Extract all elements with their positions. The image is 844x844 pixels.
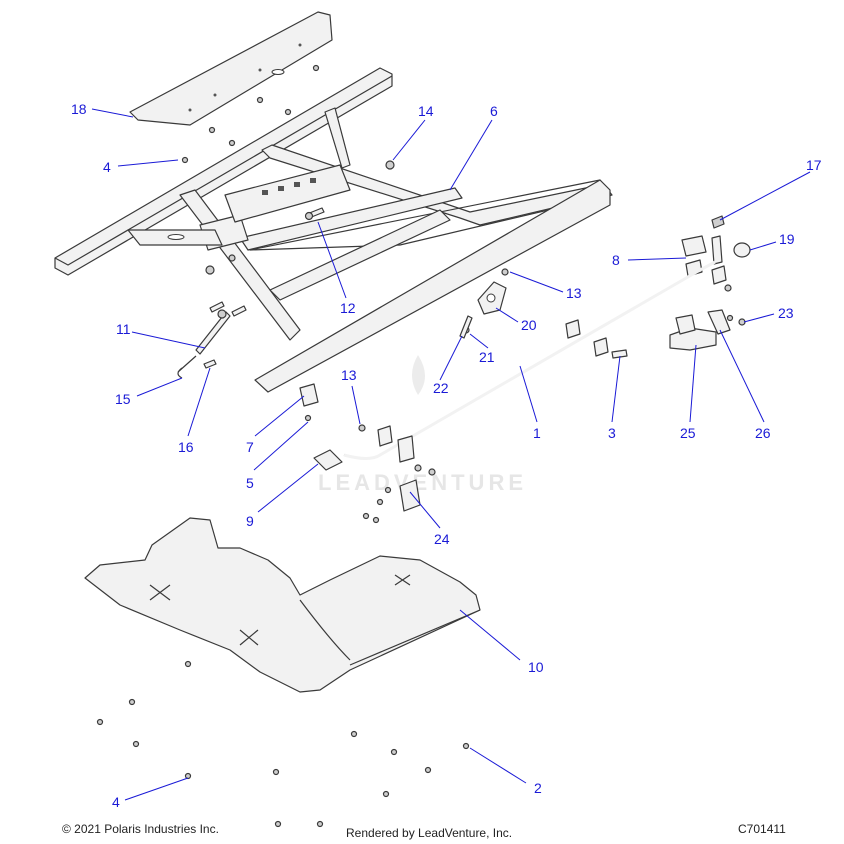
callout-8: 8 [612,252,620,268]
callout-21: 21 [479,349,495,365]
leader-lines [91,108,811,801]
part-9-bushing [313,449,343,471]
part-11-strut [195,301,247,355]
callout-2: 2 [534,780,542,796]
part-5-bolt [304,414,312,422]
callout-14: 14 [418,103,434,119]
part-1-stabilizer-bar [343,260,716,476]
callout-22: 22 [433,380,449,396]
fasteners-top [181,64,320,164]
callout-26: 26 [755,425,771,441]
callout-17: 17 [806,157,822,173]
callout-10: 10 [528,659,544,675]
part-13-nut-lower [358,424,366,432]
callout-16: 16 [178,439,194,455]
watermark: LEADVENTURE [318,355,527,495]
fasteners-bottom [96,660,470,828]
part-7-bushing [299,383,319,407]
part-14-nut [385,160,395,170]
part-16-bolt [203,359,217,369]
callout-6: 6 [490,103,498,119]
part-22-bolt [459,315,473,339]
callout-13: 13 [566,285,582,301]
part-10-skid-plate [84,517,481,693]
misc-clips-right [565,319,609,357]
callout-20: 20 [521,317,537,333]
callout-19: 19 [779,231,795,247]
part-8-clamp [681,235,727,285]
callout-11: 11 [116,321,131,337]
callout-12: 12 [340,300,356,316]
part-24-bracket [362,479,421,524]
part-18-plate [129,11,333,126]
part-19-bushing [733,242,751,258]
part-25-bracket [669,314,717,351]
copyright-text: © 2021 Polaris Industries Inc. [62,822,219,836]
rendered-by-text: Rendered by LeadVenture, Inc. [346,826,513,840]
callout-3: 3 [608,425,616,441]
callout-13: 13 [341,367,357,383]
callout-23: 23 [778,305,794,321]
part-13-nut-upper [501,268,509,276]
part-12-bolt [304,207,325,221]
callout-4: 4 [112,794,120,810]
callout-24: 24 [434,531,450,547]
callout-7: 7 [246,439,254,455]
callout-1: 1 [533,425,541,441]
part-6-frame [54,67,613,393]
callout-4: 4 [103,159,111,175]
part-20-mount [477,281,507,315]
diagram-code: C701411 [738,822,786,836]
callout-25: 25 [680,425,696,441]
callout-5: 5 [246,475,254,491]
callout-9: 9 [246,513,254,529]
callout-18: 18 [71,101,87,117]
watermark-text: LEADVENTURE [318,470,527,495]
part-15-pin [177,355,197,379]
callout-15: 15 [115,391,131,407]
callouts: 18 4 14 6 17 19 8 12 13 11 20 23 21 15 2… [71,101,822,810]
part-17-grommet [711,215,725,229]
part-3-bolt [611,349,628,359]
part-26-bracket [707,309,731,335]
